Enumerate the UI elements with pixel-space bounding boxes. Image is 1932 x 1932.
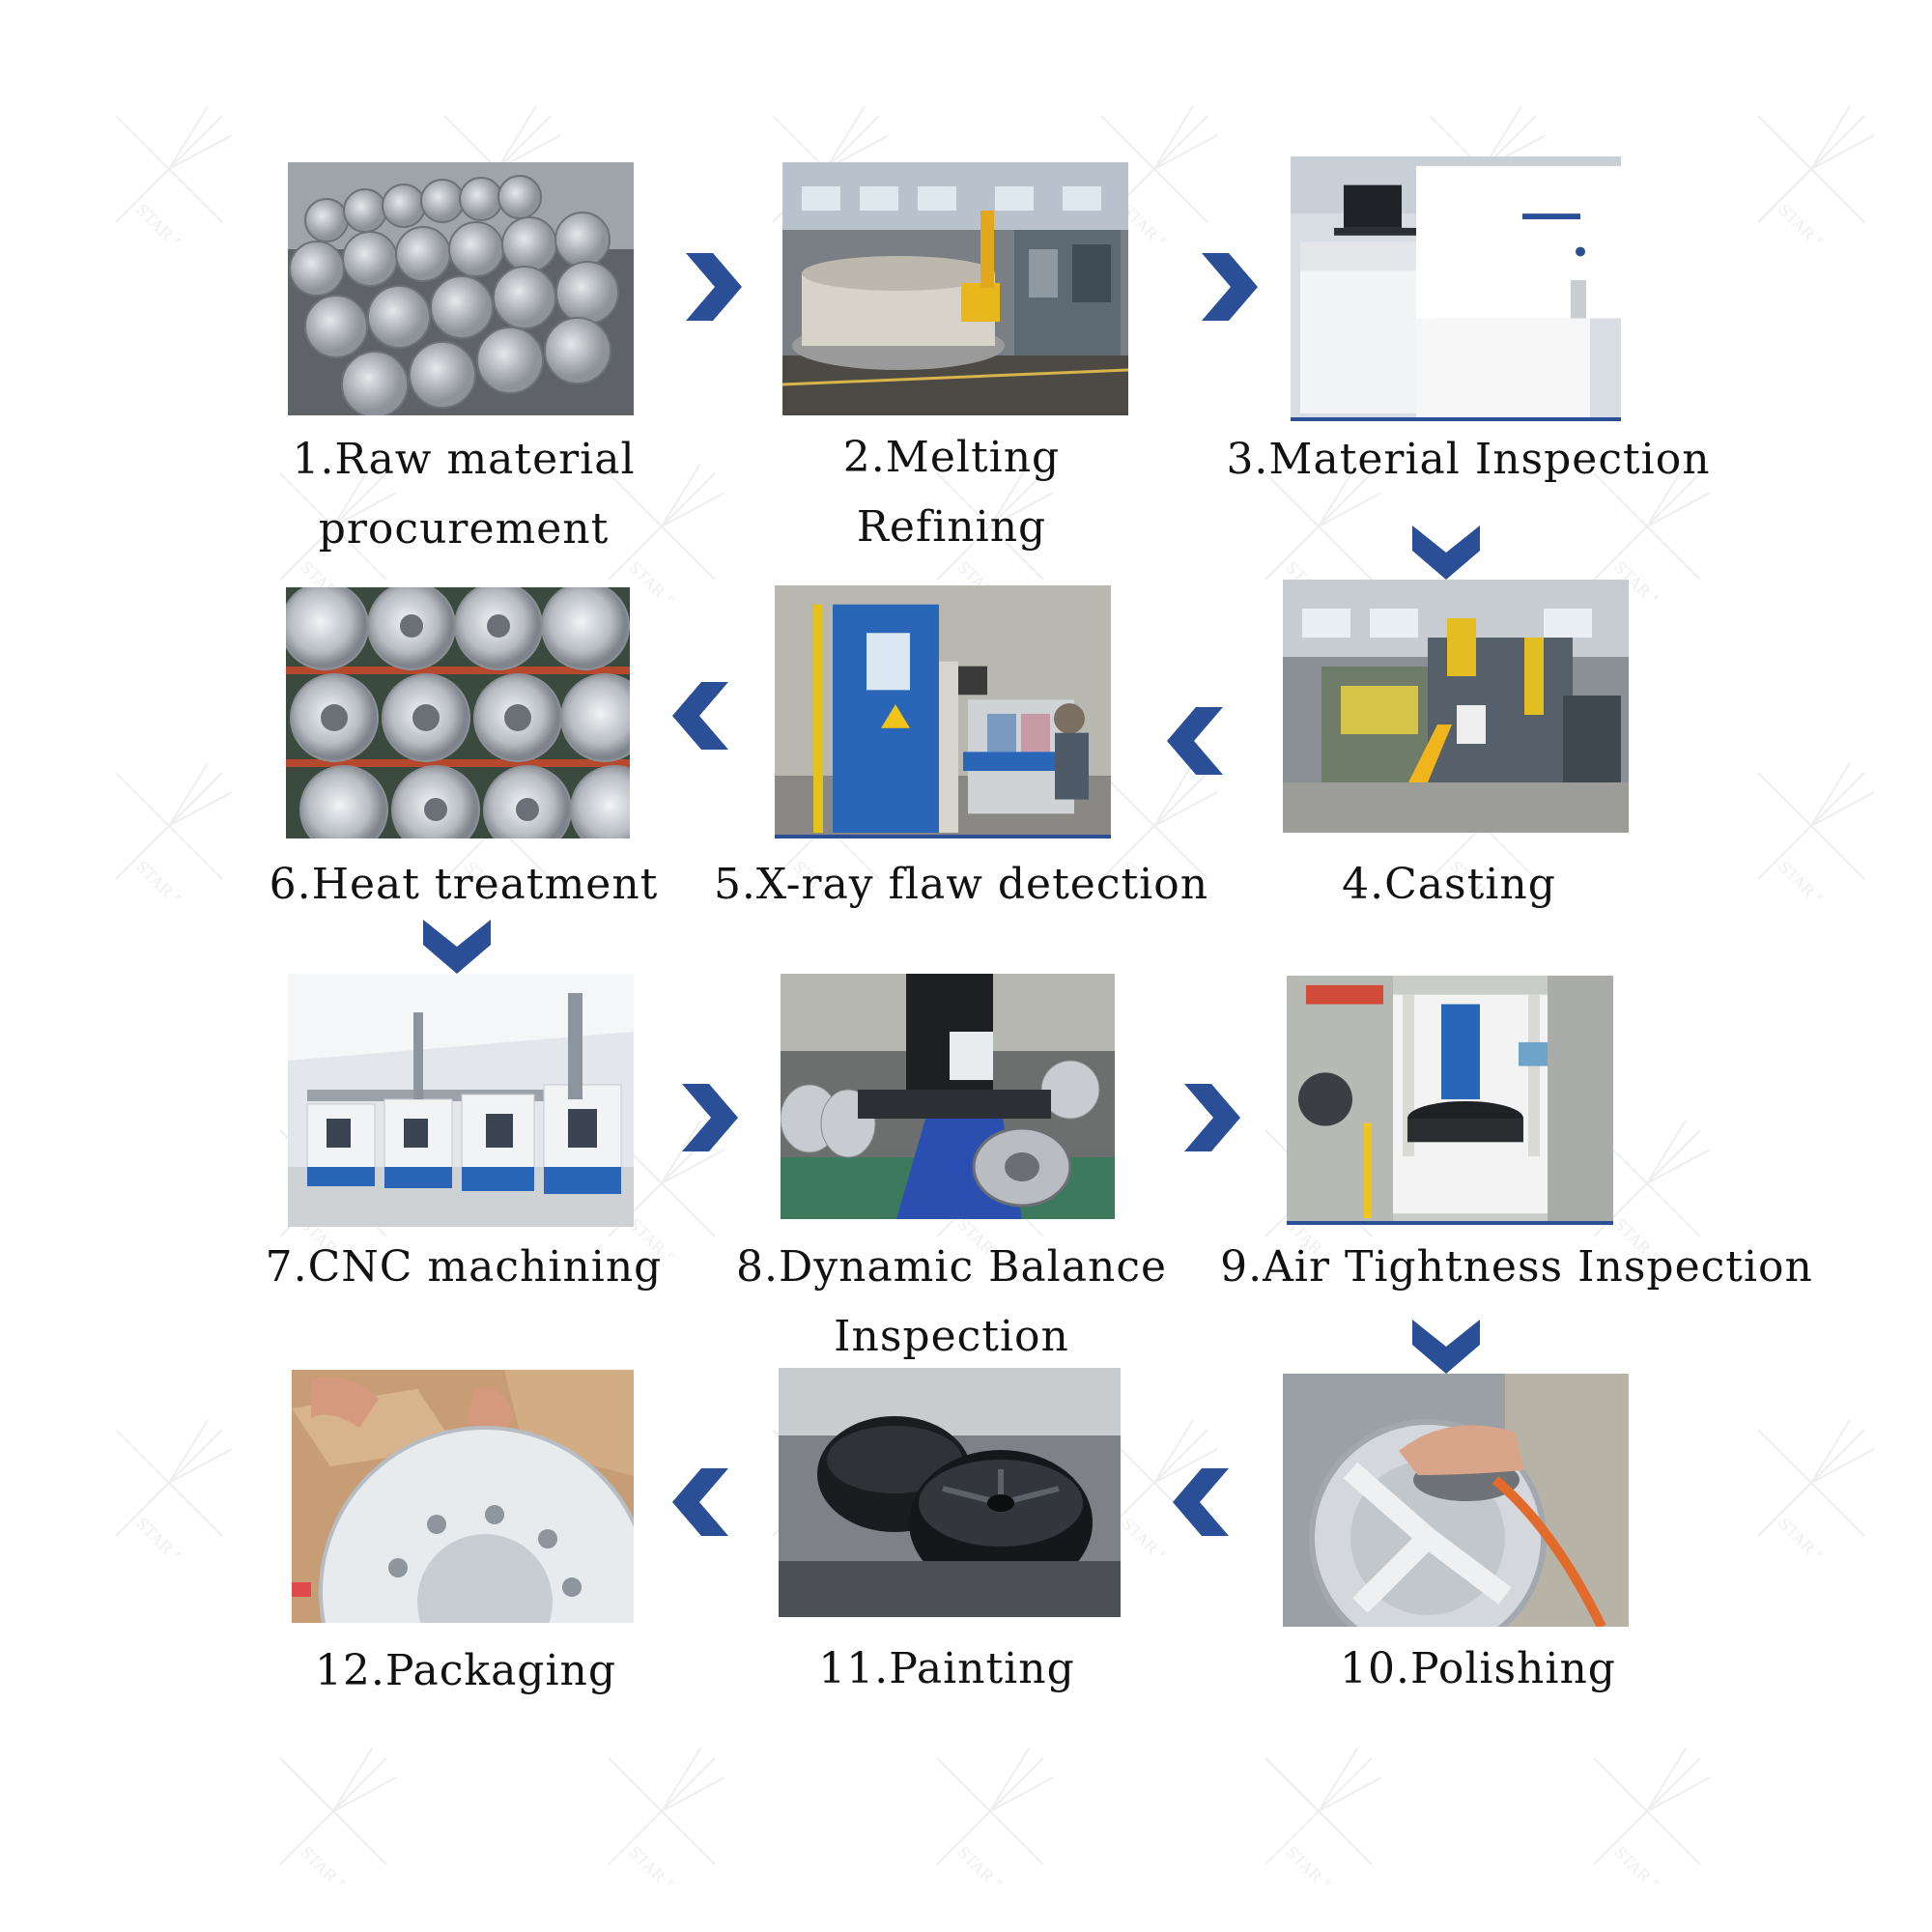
step-10-label: 10.Polishing (1285, 1634, 1671, 1704)
chevron-right-icon (1202, 253, 1258, 321)
svg-text:STAR ROAD: STAR ROAD (297, 1842, 377, 1884)
chevron-left-icon (1167, 707, 1223, 775)
star-road-logo-icon: STAR ROAD (261, 1739, 406, 1923)
svg-text:STAR ROAD: STAR ROAD (953, 1842, 1034, 1884)
svg-text:STAR ROAD: STAR ROAD (1775, 857, 1855, 898)
arrow-left-10-11 (1171, 1468, 1233, 1536)
chevron-left-icon (672, 1468, 728, 1536)
arrow-right-1-2 (682, 253, 744, 321)
step-6-label-line1: 6.Heat treatment (269, 860, 659, 909)
svg-text:STAR ROAD: STAR ROAD (1775, 1514, 1855, 1555)
step-2-label-line2: Refining (856, 502, 1047, 552)
spectrometer-photo-icon (1291, 156, 1621, 417)
aluminum-bars-photo-icon (288, 162, 634, 415)
step-12-photo (292, 1370, 634, 1623)
stacked-wheels-photo-icon (286, 587, 630, 838)
chevron-right-icon (1184, 1084, 1240, 1151)
step-8-label-line1: 8.Dynamic Balance (736, 1242, 1167, 1292)
chevron-right-icon (682, 1084, 738, 1151)
step-6-photo (286, 587, 630, 838)
step-3-photo (1291, 156, 1621, 421)
chevron-down-icon (1412, 526, 1480, 580)
cnc-line-photo-icon (288, 974, 634, 1227)
step-9-photo (1287, 976, 1613, 1225)
step-4-label-line1: 4.Casting (1342, 860, 1556, 909)
melting-furnace-photo-icon (782, 162, 1128, 415)
step-10-label-line1: 10.Polishing (1340, 1644, 1616, 1693)
step-8-photo (781, 974, 1115, 1219)
star-road-logo-icon: STAR ROAD (1246, 1739, 1391, 1923)
star-road-logo-icon: STAR ROAD (97, 753, 242, 938)
step-1-label: 1.Raw material procurement (232, 425, 696, 564)
svg-text:STAR ROAD: STAR ROAD (1282, 1842, 1362, 1884)
chevron-left-icon (672, 682, 728, 750)
arrow-down-6-7 (423, 916, 491, 974)
star-road-logo-icon: STAR ROAD (1739, 1410, 1884, 1595)
star-road-logo-icon: STAR ROAD (97, 1410, 242, 1595)
xray-cabinet-photo-icon (775, 585, 1111, 835)
step-2-label-line1: 2.Melting (842, 433, 1061, 482)
svg-text:STAR ROAD: STAR ROAD (625, 1842, 705, 1884)
step-9-label-line1: 9.Air Tightness Inspection (1220, 1242, 1813, 1292)
step-5-label: 5.X-ray flaw detection (696, 850, 1227, 920)
step-7-label: 7.CNC machining (222, 1233, 705, 1302)
step-7-photo (288, 974, 634, 1227)
step-4-photo (1283, 580, 1629, 833)
star-road-logo-icon: STAR ROAD (97, 97, 242, 281)
step-11-label: 11.Painting (753, 1634, 1140, 1704)
svg-text:STAR ROAD: STAR ROAD (1775, 200, 1855, 242)
star-road-logo-icon: STAR ROAD (1739, 97, 1884, 281)
chevron-right-icon (686, 253, 742, 321)
polishing-photo-icon (1283, 1374, 1629, 1627)
step-12-label: 12.Packaging (272, 1636, 659, 1706)
chevron-left-icon (1173, 1468, 1229, 1536)
step-8-label-line2: Inspection (834, 1312, 1069, 1361)
step-3-label-line1: 3.Material Inspection (1226, 435, 1711, 484)
arrow-down-9-10 (1412, 1316, 1480, 1374)
black-wheels-photo-icon (779, 1368, 1121, 1617)
wheel-box-photo-icon (292, 1370, 634, 1623)
balancer-photo-icon (781, 974, 1115, 1219)
step-10-photo (1283, 1374, 1629, 1627)
step-3-label: 3.Material Inspection (1198, 425, 1739, 495)
star-road-logo-icon: STAR ROAD (589, 1739, 734, 1923)
arrow-right-2-3 (1198, 253, 1260, 321)
star-road-logo-icon: STAR ROAD (918, 1739, 1063, 1923)
step-9-label: 9.Air Tightness Inspection (1188, 1233, 1845, 1302)
chevron-down-icon (423, 920, 491, 974)
air-tester-photo-icon (1287, 976, 1613, 1221)
arrow-left-4-5 (1165, 707, 1227, 775)
step-1-label-line2: procurement (318, 504, 610, 554)
step-5-photo (775, 585, 1111, 838)
arrow-left-11-12 (670, 1468, 732, 1536)
svg-text:STAR ROAD: STAR ROAD (132, 857, 213, 898)
arrow-right-8-9 (1180, 1084, 1242, 1151)
step-4-label: 4.Casting (1256, 850, 1642, 920)
step-8-label: 8.Dynamic Balance Inspection (715, 1233, 1188, 1372)
step-1-label-line1: 1.Raw material (292, 435, 636, 484)
step-11-label-line1: 11.Painting (818, 1644, 1075, 1693)
star-road-logo-icon: STAR ROAD (1739, 753, 1884, 938)
step-12-label-line1: 12.Packaging (314, 1646, 617, 1695)
step-7-label-line1: 7.CNC machining (265, 1242, 663, 1292)
star-road-logo-icon: STAR ROAD (1575, 1739, 1719, 1923)
arrow-left-5-6 (670, 682, 732, 750)
svg-text:STAR ROAD: STAR ROAD (132, 1514, 213, 1555)
svg-text:STAR ROAD: STAR ROAD (1610, 1842, 1690, 1884)
casting-machine-photo-icon (1283, 580, 1629, 833)
step-2-photo (782, 162, 1128, 415)
chevron-down-icon (1412, 1320, 1480, 1374)
step-2-label: 2.Melting Refining (734, 423, 1169, 562)
arrow-down-3-4 (1412, 522, 1480, 580)
svg-text:STAR ROAD: STAR ROAD (132, 200, 213, 242)
step-6-label: 6.Heat treatment (232, 850, 696, 920)
step-1-photo (288, 162, 634, 415)
step-11-photo (779, 1368, 1121, 1617)
step-5-label-line1: 5.X-ray flaw detection (713, 860, 1209, 909)
svg-text:STAR ROAD: STAR ROAD (1118, 200, 1198, 242)
arrow-right-7-8 (678, 1084, 740, 1151)
